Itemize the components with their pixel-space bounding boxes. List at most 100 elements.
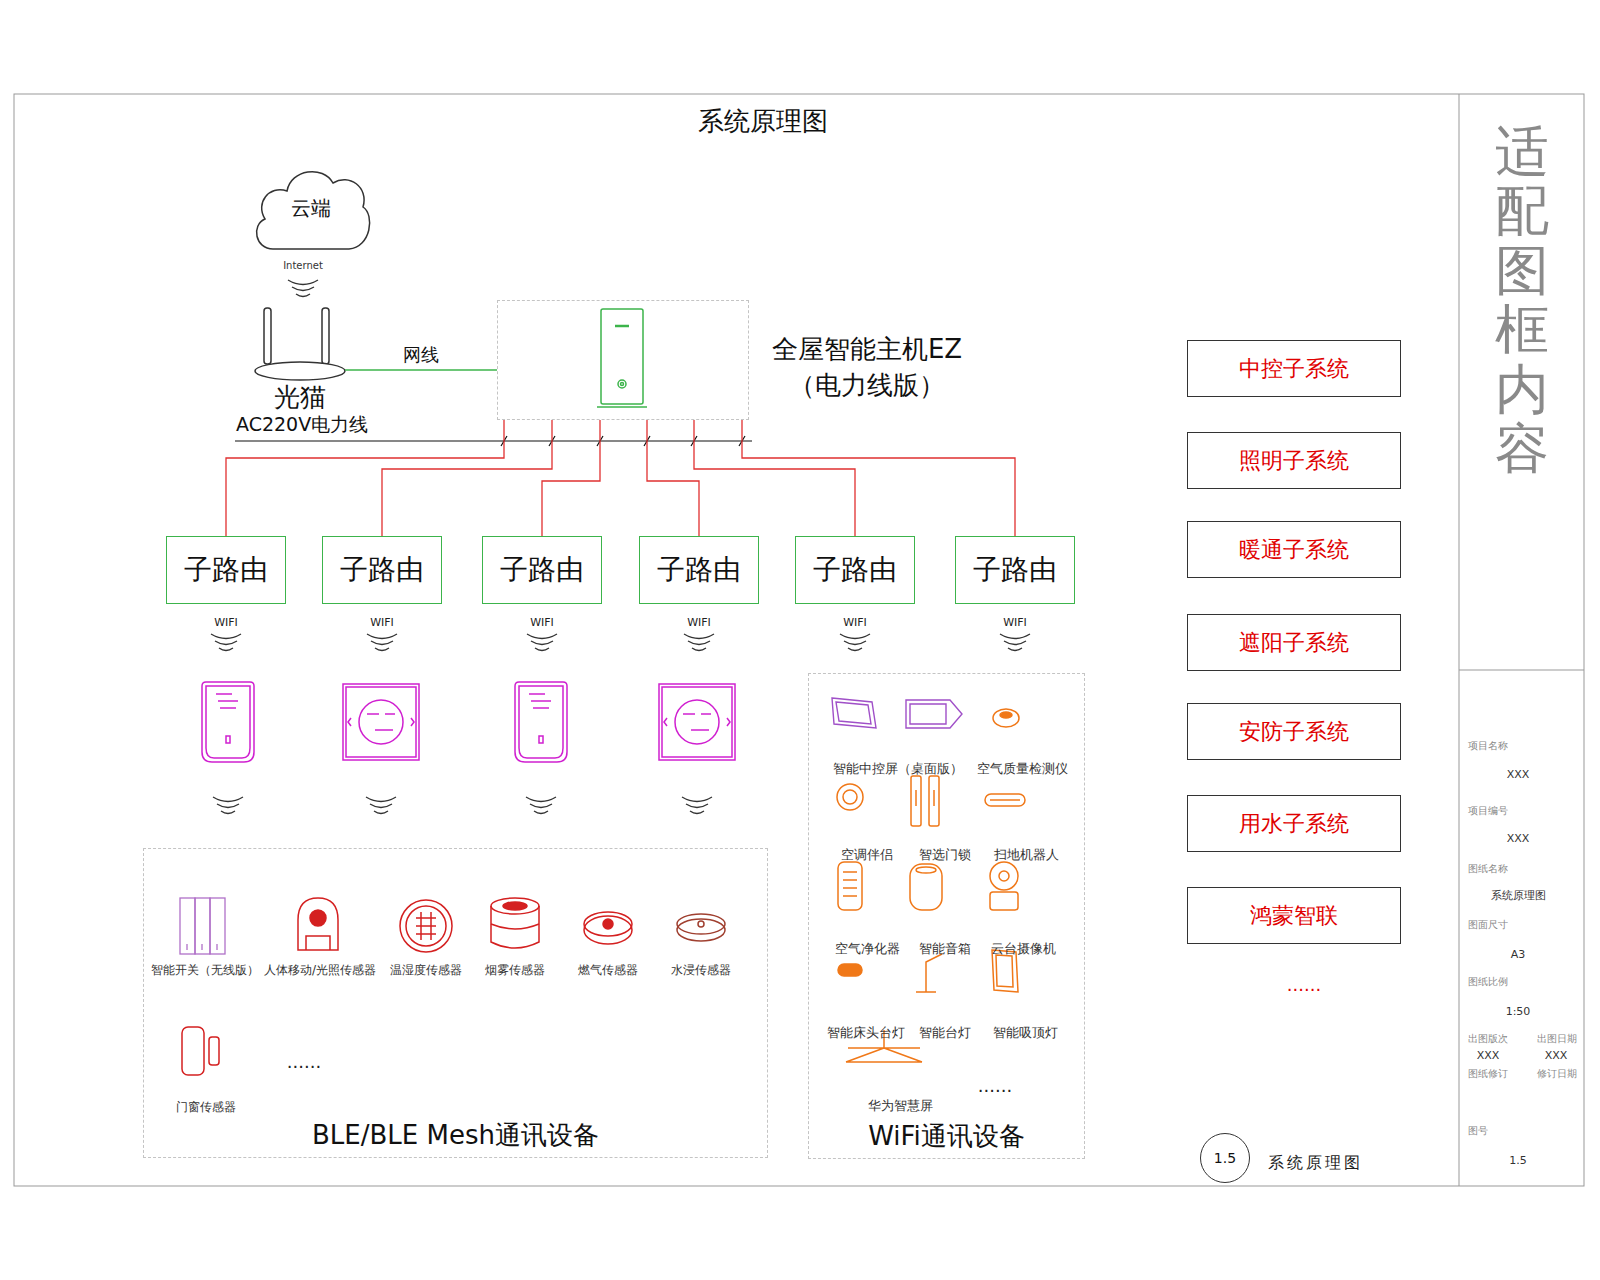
frame-divider	[1459, 94, 1460, 1186]
field-name: 图纸比例	[1468, 976, 1508, 988]
field-name: 项目编号	[1468, 805, 1508, 817]
sub-router-box: 子路由	[795, 536, 915, 604]
temperature-sensor-icon	[400, 900, 452, 952]
signal-waves	[1000, 634, 1030, 651]
signal-label: Internet	[283, 260, 323, 272]
subsystem-box: 照明子系统	[1187, 432, 1401, 489]
power-line-label: AC220V电力线	[236, 414, 368, 436]
node-label: 鸿蒙智联	[1250, 903, 1338, 928]
field-name: 修订日期	[1537, 1068, 1577, 1080]
node-label: 子路由	[340, 554, 424, 586]
field-value: A3	[1511, 949, 1526, 962]
door-sensor-icon	[182, 1027, 219, 1075]
signal-label: WIFI	[214, 617, 238, 630]
field-name: 图面尺寸	[1468, 919, 1508, 931]
field-value: XXX	[1507, 833, 1530, 846]
connector-line	[542, 420, 600, 536]
frame-divider	[1459, 670, 1584, 671]
router-icon	[255, 308, 345, 380]
signal-waves	[527, 634, 557, 651]
signal-waves	[288, 280, 318, 297]
water-sensor-icon	[677, 914, 725, 941]
node-label: 光猫	[274, 384, 326, 410]
field-value: XXX	[1477, 1050, 1500, 1063]
device-label: 烟雾传感器	[485, 964, 545, 978]
field-name: 出图版次	[1468, 1033, 1508, 1045]
callout-circle: 1.5	[1200, 1133, 1250, 1183]
signal-waves	[526, 797, 556, 814]
device-label: 人体移动/光照传感器	[264, 964, 376, 978]
node-label: 用水子系统	[1239, 811, 1349, 836]
title-block-heading: 适配图框内容	[1495, 122, 1549, 478]
node-label: 遮阳子系统	[1239, 630, 1349, 655]
signal-label: WIFI	[1003, 617, 1027, 630]
signal-waves	[682, 797, 712, 814]
subsystem-box: 中控子系统	[1187, 340, 1401, 397]
node-label: 全屋智能主机EZ （电力线版）	[756, 331, 978, 404]
ellipsis: ......	[978, 1076, 1012, 1097]
field-name: 图纸修订	[1468, 1068, 1508, 1080]
sub-router-box: 子路由	[482, 536, 602, 604]
device-group: WiFi通讯设备	[808, 673, 1085, 1159]
node-label: 子路由	[657, 554, 741, 586]
signal-label: WIFI	[843, 617, 867, 630]
device-label: 智选门锁	[919, 848, 971, 863]
sub-router-box: 子路由	[639, 536, 759, 604]
device-label: 智能音箱	[919, 942, 971, 957]
node-label: BLE/BLE Mesh通讯设备	[312, 1121, 599, 1151]
connector-line	[694, 420, 855, 536]
connector-line	[647, 420, 699, 536]
subsystem-box: 暖通子系统	[1187, 521, 1401, 578]
connector-line	[742, 420, 1015, 536]
device-label: 温湿度传感器	[390, 964, 462, 978]
subsystem-box: 遮阳子系统	[1187, 614, 1401, 671]
node-label: 子路由	[500, 554, 584, 586]
node-label: 子路由	[973, 554, 1057, 586]
subsystem-box: 安防子系统	[1187, 703, 1401, 760]
smoke-sensor-icon	[491, 898, 539, 948]
device-label: 扫地机器人	[994, 848, 1059, 863]
field-value: XXX	[1507, 769, 1530, 782]
signal-waves	[840, 634, 870, 651]
signal-label: WIFI	[370, 617, 394, 630]
node-label: WiFi通讯设备	[868, 1122, 1025, 1152]
sub-router-box: 子路由	[322, 536, 442, 604]
field-name: 项目名称	[1468, 740, 1508, 752]
field-value: 1:50	[1506, 1006, 1531, 1019]
signal-waves	[213, 797, 243, 814]
signal-waves	[211, 634, 241, 651]
node-label: 中控子系统	[1239, 356, 1349, 381]
device-label: 空调伴侣	[841, 848, 893, 863]
plug-router-icon	[202, 682, 254, 762]
node-label: 暖通子系统	[1239, 537, 1349, 562]
power-taps	[501, 436, 745, 446]
host-device-icon	[597, 309, 647, 407]
field-value: XXX	[1545, 1050, 1568, 1063]
device-label: 空气质量检测仪	[977, 762, 1068, 777]
device-label: 智能台灯	[919, 1026, 971, 1041]
device-label: 智能开关（无线版）	[151, 964, 259, 978]
subsystem-box: 用水子系统	[1187, 795, 1401, 852]
device-label: 燃气传感器	[578, 964, 638, 978]
device-label: 门窗传感器	[176, 1101, 236, 1115]
field-name: 图号	[1468, 1125, 1488, 1137]
ellipsis: ......	[1287, 975, 1321, 996]
signal-label: WIFI	[687, 617, 711, 630]
motion-sensor-icon	[298, 898, 338, 950]
device-label: 水浸传感器	[671, 964, 731, 978]
field-name: 出图日期	[1537, 1033, 1577, 1045]
device-group: BLE/BLE Mesh通讯设备	[143, 848, 768, 1158]
device-label: 智能中控屏（桌面版）	[833, 762, 963, 777]
node-label: 云端	[291, 197, 331, 220]
node-label: 子路由	[184, 554, 268, 586]
field-value: 系统原理图	[1491, 890, 1546, 903]
plug-router-icon	[515, 682, 567, 762]
power-line	[235, 440, 752, 441]
signal-waves	[684, 634, 714, 651]
device-label: 云台摄像机	[991, 942, 1056, 957]
connector-line	[226, 420, 504, 536]
connector-line	[345, 369, 497, 370]
sub-router-box: 子路由	[166, 536, 286, 604]
switch-icon	[180, 898, 225, 954]
